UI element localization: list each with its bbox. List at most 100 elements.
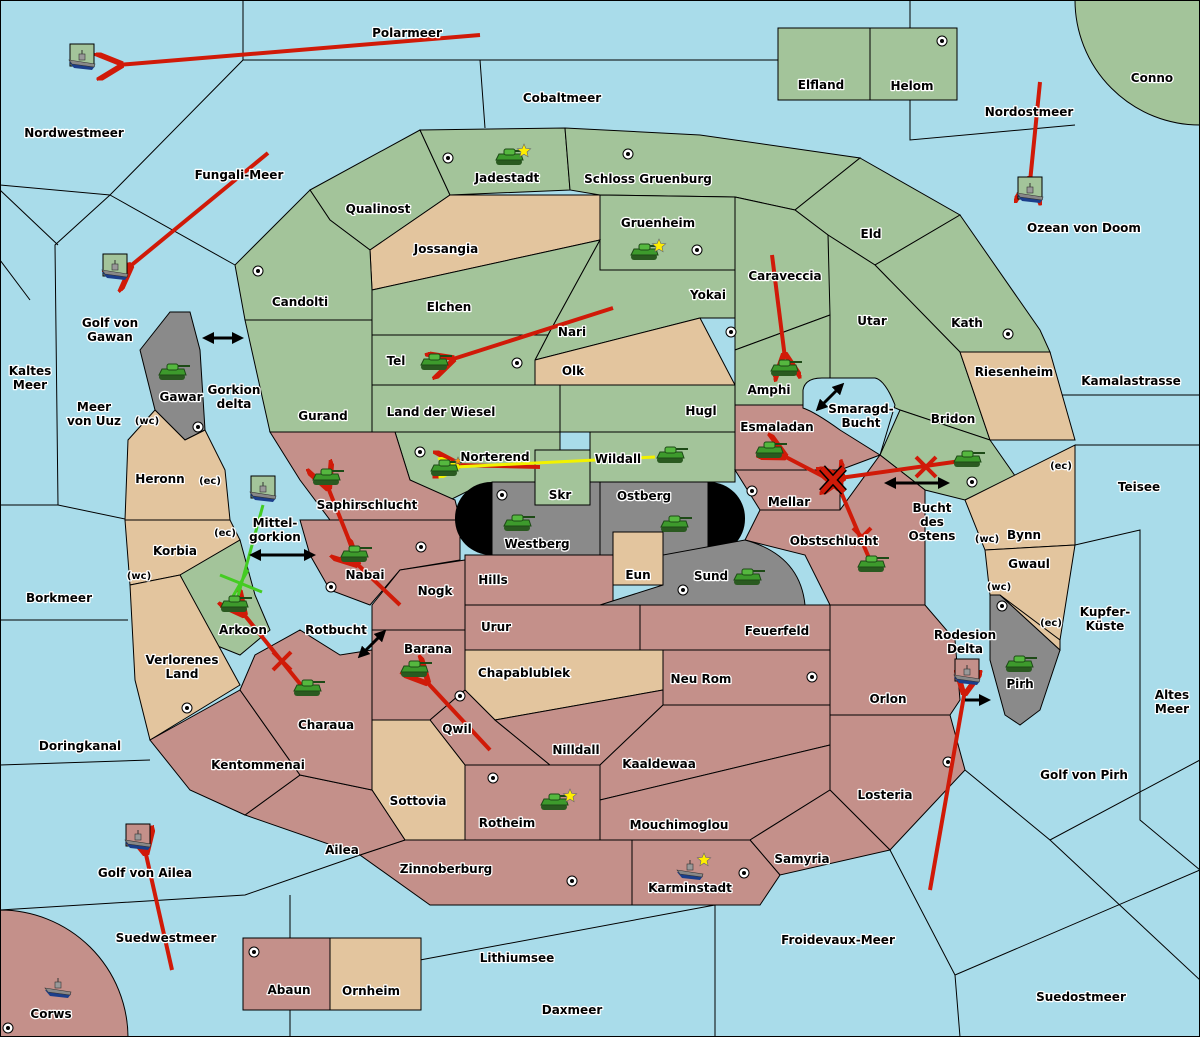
territory-label: Rotheim xyxy=(479,816,536,830)
ship-icon[interactable] xyxy=(101,253,129,280)
sea-border xyxy=(1074,529,1200,871)
ship-icon[interactable] xyxy=(249,475,277,502)
ship-icon[interactable] xyxy=(1016,176,1044,203)
cut-support-mark xyxy=(219,569,263,599)
territory[interactable] xyxy=(329,937,422,1011)
tank-icon[interactable] xyxy=(400,660,432,677)
tank-icon[interactable] xyxy=(953,450,985,467)
territory-skr[interactable] xyxy=(534,449,591,506)
territory-label: Karminstadt xyxy=(648,881,732,895)
territory-corws[interactable] xyxy=(0,909,129,1037)
tank-icon[interactable] xyxy=(857,555,889,572)
tank-icon[interactable] xyxy=(293,679,325,696)
supply-center-icon xyxy=(414,446,426,458)
territory-label: Arkoon xyxy=(219,623,267,637)
territory-label: Teisee xyxy=(1118,480,1160,494)
territory-label: Korbia xyxy=(153,544,197,558)
supply-center-icon xyxy=(487,772,499,784)
supply-center-icon xyxy=(725,326,737,338)
ship-icon[interactable] xyxy=(68,43,96,70)
territory-label: Qwil xyxy=(442,722,472,736)
territory-label: Polarmeer xyxy=(372,26,442,40)
territory-label: Losteria xyxy=(857,788,912,802)
territory-label: des xyxy=(920,515,944,529)
tank-icon[interactable] xyxy=(770,359,802,376)
territory-label: Olk xyxy=(562,364,585,378)
territory-label: Helom xyxy=(890,79,933,93)
tank-icon[interactable] xyxy=(312,468,344,485)
supply-center-icon xyxy=(181,702,193,714)
tank-icon[interactable] xyxy=(660,515,692,532)
tank-icon[interactable] xyxy=(1005,655,1037,672)
territory-label: Zinnoberburg xyxy=(400,862,492,876)
supply-center-icon xyxy=(966,476,978,488)
territory-label: Feuerfeld xyxy=(745,624,810,638)
territory-label: Nilldall xyxy=(552,743,599,757)
territory[interactable] xyxy=(149,689,301,816)
territory-label: Gawar xyxy=(159,390,202,404)
territory-label: Verlorenes xyxy=(146,653,219,667)
territory-label: Kupfer- xyxy=(1080,605,1130,619)
territory-label: gorkion xyxy=(249,530,301,544)
territory-label: Schloss Gruenburg xyxy=(584,172,712,186)
sea-border xyxy=(0,189,59,246)
territory-label: Eld xyxy=(861,227,882,241)
territory-label: Cobaltmeer xyxy=(523,91,601,105)
territory-label: Hugl xyxy=(685,404,716,418)
territory-eun[interactable] xyxy=(612,531,664,586)
territory-label: Norterend xyxy=(460,450,529,464)
territory-label: Suedostmeer xyxy=(1036,990,1126,1004)
territory[interactable] xyxy=(869,27,958,101)
territory[interactable] xyxy=(999,594,1061,652)
tank-icon[interactable] xyxy=(420,353,452,370)
territory[interactable] xyxy=(599,194,736,271)
supply-center-icon xyxy=(691,244,703,256)
supply-center-icon xyxy=(738,867,750,879)
territory[interactable] xyxy=(129,574,241,741)
tank-icon[interactable] xyxy=(755,441,787,458)
territory-label: Golf von xyxy=(82,316,138,330)
tank-icon[interactable] xyxy=(733,568,765,585)
sea-border xyxy=(889,849,961,1037)
territory-label: Riesenheim xyxy=(975,365,1054,379)
tank-icon[interactable] xyxy=(630,243,662,260)
territory-sund[interactable] xyxy=(599,539,806,606)
territory-label: Neu Rom xyxy=(671,672,732,686)
territory[interactable] xyxy=(124,409,231,521)
supply-centers xyxy=(2,35,1014,1034)
territory-label: Corws xyxy=(30,1007,71,1021)
ship-icon[interactable] xyxy=(676,860,704,880)
territory-label: Elchen xyxy=(427,300,472,314)
territory-label: Wildall xyxy=(595,452,641,466)
ship-icon[interactable] xyxy=(124,823,152,850)
move-arrow xyxy=(840,458,969,478)
tank-icon[interactable] xyxy=(158,363,190,380)
territory-label: Kath xyxy=(951,316,983,330)
tank-icon[interactable] xyxy=(495,148,527,165)
tank-icon[interactable] xyxy=(503,514,535,531)
territory-label: Hills xyxy=(478,573,508,587)
territory-label: Nordwestmeer xyxy=(24,126,124,140)
ship-icon[interactable] xyxy=(44,978,72,998)
move-arrow xyxy=(128,151,270,268)
move-arrow xyxy=(145,850,174,971)
tank-icon[interactable] xyxy=(656,446,688,463)
territory-label: Kentommenai xyxy=(211,758,305,772)
territory-label: Skr xyxy=(549,488,572,502)
tank-icon[interactable] xyxy=(340,545,372,562)
capital-star-icon xyxy=(696,852,712,867)
territory[interactable] xyxy=(734,196,831,351)
territory[interactable] xyxy=(959,351,1076,441)
territory-conno[interactable] xyxy=(1074,0,1200,126)
supply-center-icon xyxy=(1002,328,1014,340)
ship-icon[interactable] xyxy=(953,658,981,685)
territory[interactable] xyxy=(631,839,781,906)
tank-icon[interactable] xyxy=(220,595,252,612)
territory-label: Gurand xyxy=(298,409,348,423)
convoy-arrow xyxy=(357,629,387,659)
territory-label: Meer xyxy=(1155,702,1189,716)
territory-label: Fungali-Meer xyxy=(195,168,284,182)
territory-label: Urur xyxy=(481,620,511,634)
territory-label: Nabai xyxy=(346,568,385,582)
